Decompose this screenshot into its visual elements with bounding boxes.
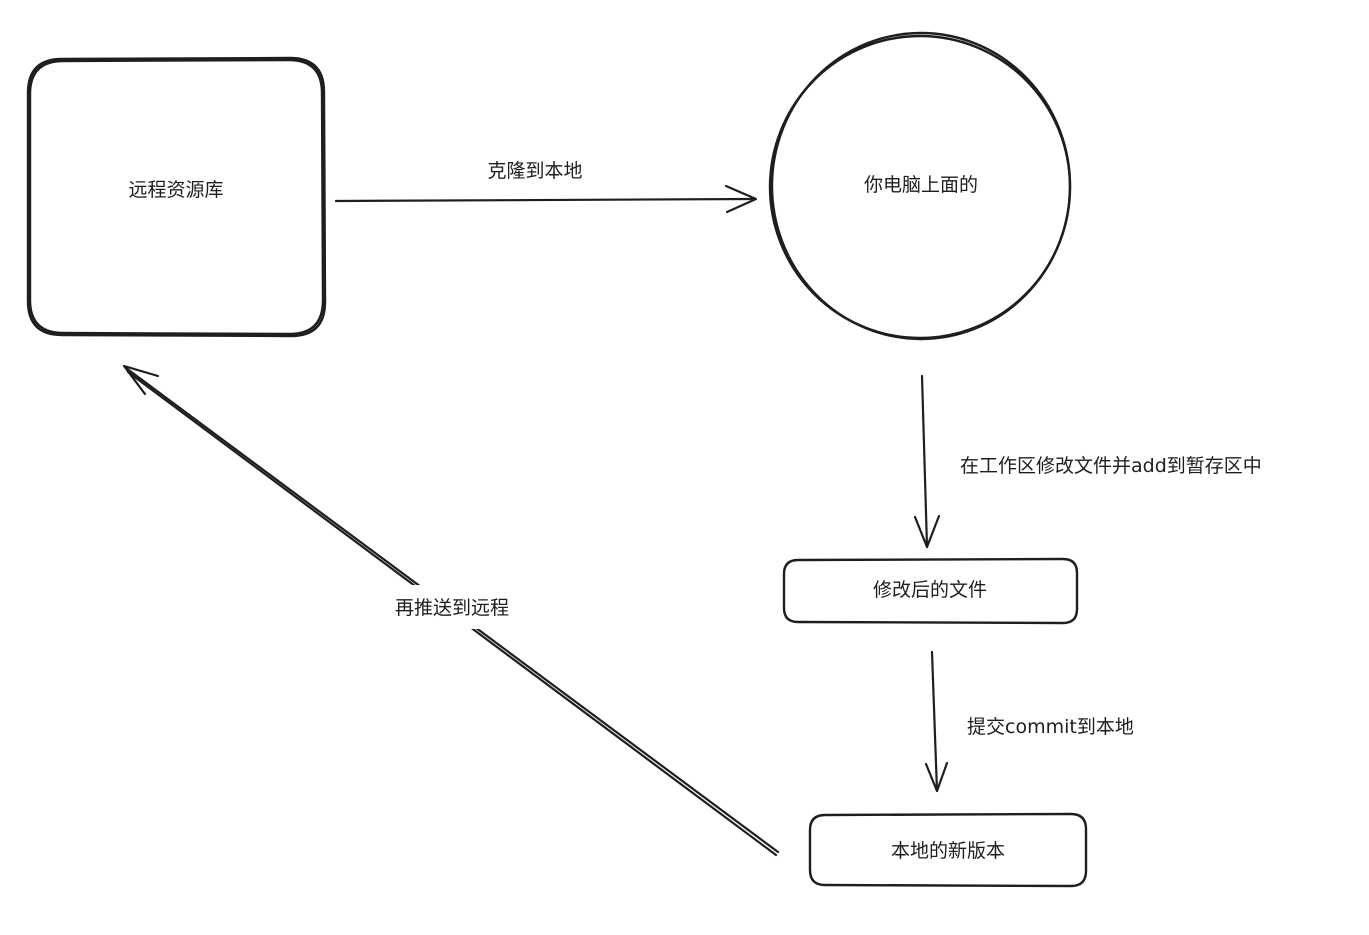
local-new-version-label: 本地的新版本 [891, 840, 1005, 862]
modify-label: 在工作区修改文件并add到暂存区中 [960, 455, 1262, 477]
push-arrow-head [122, 364, 160, 396]
commit-label: 提交commit到本地 [967, 716, 1134, 738]
modify-arrow-line [920, 374, 929, 549]
remote-repo-label: 远程资源库 [128, 179, 223, 201]
node-local-new-version[interactable]: 本地的新版本 [808, 812, 1088, 888]
modified-files-label: 修改后的文件 [873, 579, 987, 601]
push-label-bg [370, 585, 530, 629]
commit-arrow-head [924, 761, 949, 793]
your-computer-circle-sketch [770, 31, 1072, 341]
clone-arrow-line [334, 197, 756, 203]
edge-clone-to-local: 克隆到本地 [334, 160, 758, 214]
modified-files-box [782, 557, 1079, 625]
edge-push-to-remote: 再推送到远程 [122, 364, 780, 857]
edge-commit-to-local: 提交commit到本地 [924, 650, 1134, 793]
remote-repo-box-sketch [28, 58, 325, 336]
modify-arrow-head [913, 514, 941, 549]
clone-arrow-head [724, 184, 758, 214]
edge-modify-and-add: 在工作区修改文件并add到暂存区中 [913, 374, 1262, 549]
your-computer-label: 你电脑上面的 [864, 174, 978, 196]
node-remote-repo[interactable]: 远程资源库 [26, 56, 327, 338]
commit-arrow-line [930, 650, 939, 793]
node-your-computer[interactable]: 你电脑上面的 [768, 31, 1072, 341]
local-new-version-box [808, 812, 1088, 888]
push-label: 再推送到远程 [395, 597, 509, 619]
node-modified-files[interactable]: 修改后的文件 [782, 557, 1079, 625]
clone-label: 克隆到本地 [487, 160, 582, 182]
remote-repo-box [26, 56, 327, 338]
